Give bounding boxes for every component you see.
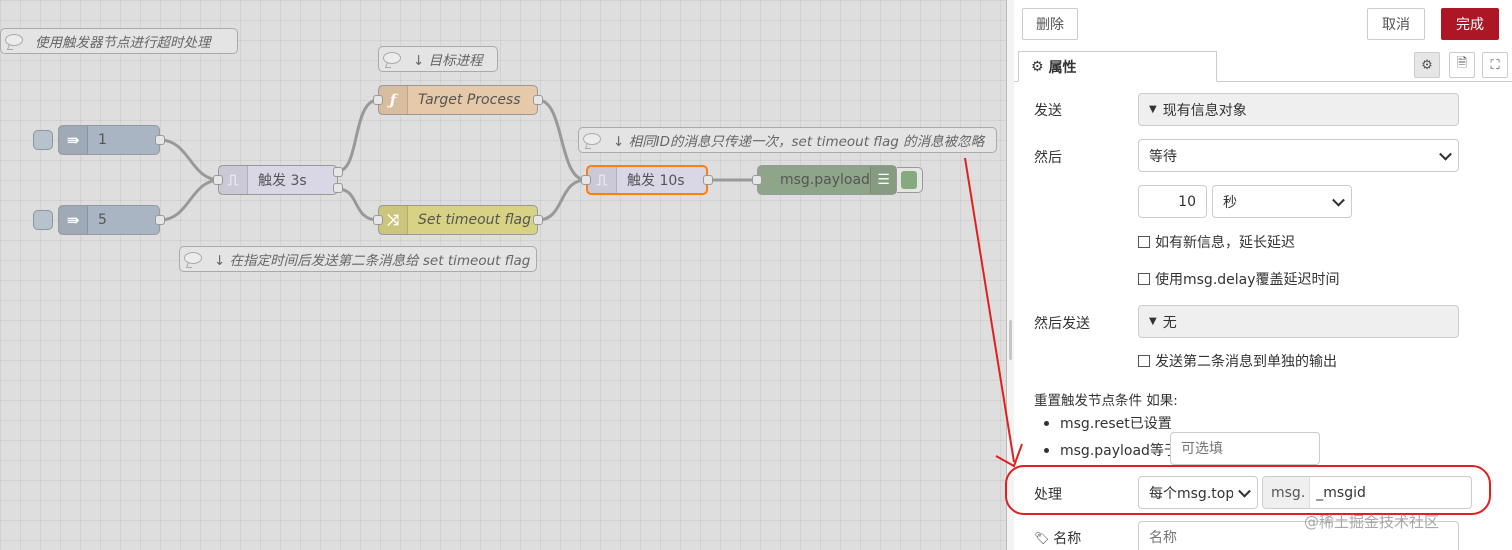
inject-node-5[interactable]: ⇛ 5 [33,205,165,235]
input-port[interactable] [581,175,591,185]
comment-main[interactable]: 使用触发器节点进行超时处理 [0,28,238,54]
description-doc-icon[interactable]: 🗎 [1449,52,1475,78]
caret-down-icon: ▼ [1149,316,1157,327]
extend-delay-checkbox[interactable]: 如有新信息，延长延迟 [1138,232,1295,252]
payload-equals-input[interactable] [1170,432,1320,465]
wire-trigger3-function[interactable] [337,98,379,173]
delete-button[interactable]: 删除 [1022,8,1078,40]
trigger-node-3s[interactable]: ⎍ 触发 3s [213,165,343,195]
trigger-node-10s[interactable]: ⎍ 触发 10s [581,165,713,195]
input-port[interactable] [752,175,762,185]
comment-icon [383,51,405,67]
flow-workspace[interactable]: 使用触发器节点进行超时处理 ↓ 目标进程 ↓ 相同ID的消息只传递一次，set … [0,0,1006,550]
then-send-select[interactable]: ▼ 无 [1138,305,1459,338]
input-port[interactable] [373,215,383,225]
tab-properties[interactable]: ⚙ 属性 [1018,51,1217,82]
debug-toggle-indicator [901,171,917,189]
resize-grip [1009,320,1012,360]
name-label-wrap: 🏷 名称 [1034,528,1081,548]
comment-same-id[interactable]: ↓ 相同ID的消息只传递一次，set timeout flag 的消息被忽略 [578,127,997,153]
shuffle-icon: ⤨ [379,206,408,234]
input-port[interactable] [373,95,383,105]
debug-node[interactable]: msg.payload ☰ [752,165,897,195]
panel-tab-bar: ⚙ 属性 ⚙ 🗎 ⛶ [1014,46,1512,82]
topic-property-input[interactable]: msg. _msgid [1262,476,1472,509]
checkbox-box[interactable] [1138,355,1150,367]
done-button[interactable]: 完成 [1441,8,1499,40]
duration-input[interactable]: 10 [1138,185,1207,218]
comment-icon [5,33,27,49]
comment-send-second[interactable]: ↓ 在指定时间后发送第二条消息给 set timeout flag [179,246,537,272]
wire-inject1-trigger3[interactable] [159,138,221,182]
topic-property-value[interactable]: _msgid [1316,484,1366,501]
debug-toggle-button[interactable] [897,167,923,193]
unit-select[interactable]: 秒 [1212,185,1352,218]
inject-trigger-button[interactable] [33,130,53,150]
second-output-checkbox[interactable]: 发送第二条消息到单独的输出 [1138,351,1337,371]
appearance-frame-icon[interactable]: ⛶ [1482,52,1508,78]
checkbox-box[interactable] [1138,236,1150,248]
then-send-label: 然后发送 [1034,316,1090,332]
node-edit-panel: 删除 取消 完成 ⚙ 属性 ⚙ 🗎 ⛶ 发送 ▼ 现有信息对象 然后 等待 10… [1014,0,1512,550]
output-port[interactable] [703,175,713,185]
name-input[interactable] [1138,521,1459,550]
comment-target[interactable]: ↓ 目标进程 [378,46,498,72]
send-select[interactable]: ▼ 现有信息对象 [1138,93,1459,126]
comment-icon [583,132,605,148]
output-port[interactable] [155,215,165,225]
then-label: 然后 [1034,150,1062,166]
wire-trigger3-change[interactable] [337,187,379,222]
flow-wires [159,98,757,222]
input-port[interactable] [213,175,223,185]
wire-function-trigger10[interactable] [537,98,587,182]
reset-item-msg-payload: msg.payload等于 [1044,440,1178,460]
output-port-2[interactable] [333,183,343,193]
gear-icon: ⚙ [1031,58,1044,75]
handle-label: 处理 [1034,487,1062,503]
debug-list-icon: ☰ [869,166,896,194]
then-select[interactable]: 等待 [1138,139,1459,172]
output-port[interactable] [533,95,543,105]
checkbox-box[interactable] [1138,273,1150,285]
cancel-button[interactable]: 取消 [1367,8,1425,40]
inject-arrow-icon: ⇛ [59,126,88,154]
wire-inject5-trigger3[interactable] [159,178,221,222]
reset-condition-label: 重置触发节点条件 如果: [1034,393,1178,409]
inject-trigger-button[interactable] [33,210,53,230]
trigger-pulse-icon: ⎍ [588,167,617,193]
inject-node-1[interactable]: ⇛ 1 [33,125,165,155]
comment-icon [184,251,206,267]
chevron-down-icon [1238,484,1251,498]
tag-icon: 🏷 [1034,531,1050,545]
chevron-down-icon [1439,147,1452,161]
function-node[interactable]: ƒ Target Process [373,85,543,115]
reset-item-msg-reset: msg.reset已设置 [1044,413,1172,433]
caret-down-icon: ▼ [1149,104,1157,115]
override-delay-checkbox[interactable]: 使用msg.delay覆盖延迟时间 [1138,269,1340,289]
trigger-pulse-icon: ⎍ [219,166,248,194]
panel-resize-handle[interactable] [1006,0,1014,550]
inject-arrow-icon: ⇛ [59,206,88,234]
name-label: 名称 [1053,531,1082,547]
send-label: 发送 [1034,103,1062,119]
function-icon: ƒ [379,86,408,114]
output-port[interactable] [155,135,165,145]
watermark: @稀土掘金技术社区 [1304,513,1440,531]
handle-select[interactable]: 每个msg.topic [1138,476,1258,509]
change-node[interactable]: ⤨ Set timeout flag [373,205,543,235]
chevron-down-icon [1332,193,1345,207]
settings-gear-icon[interactable]: ⚙ [1414,52,1440,78]
wire-change-trigger10[interactable] [537,178,587,222]
msg-prefix-label: msg. [1263,477,1311,508]
output-port[interactable] [533,215,543,225]
output-port-1[interactable] [333,167,343,177]
